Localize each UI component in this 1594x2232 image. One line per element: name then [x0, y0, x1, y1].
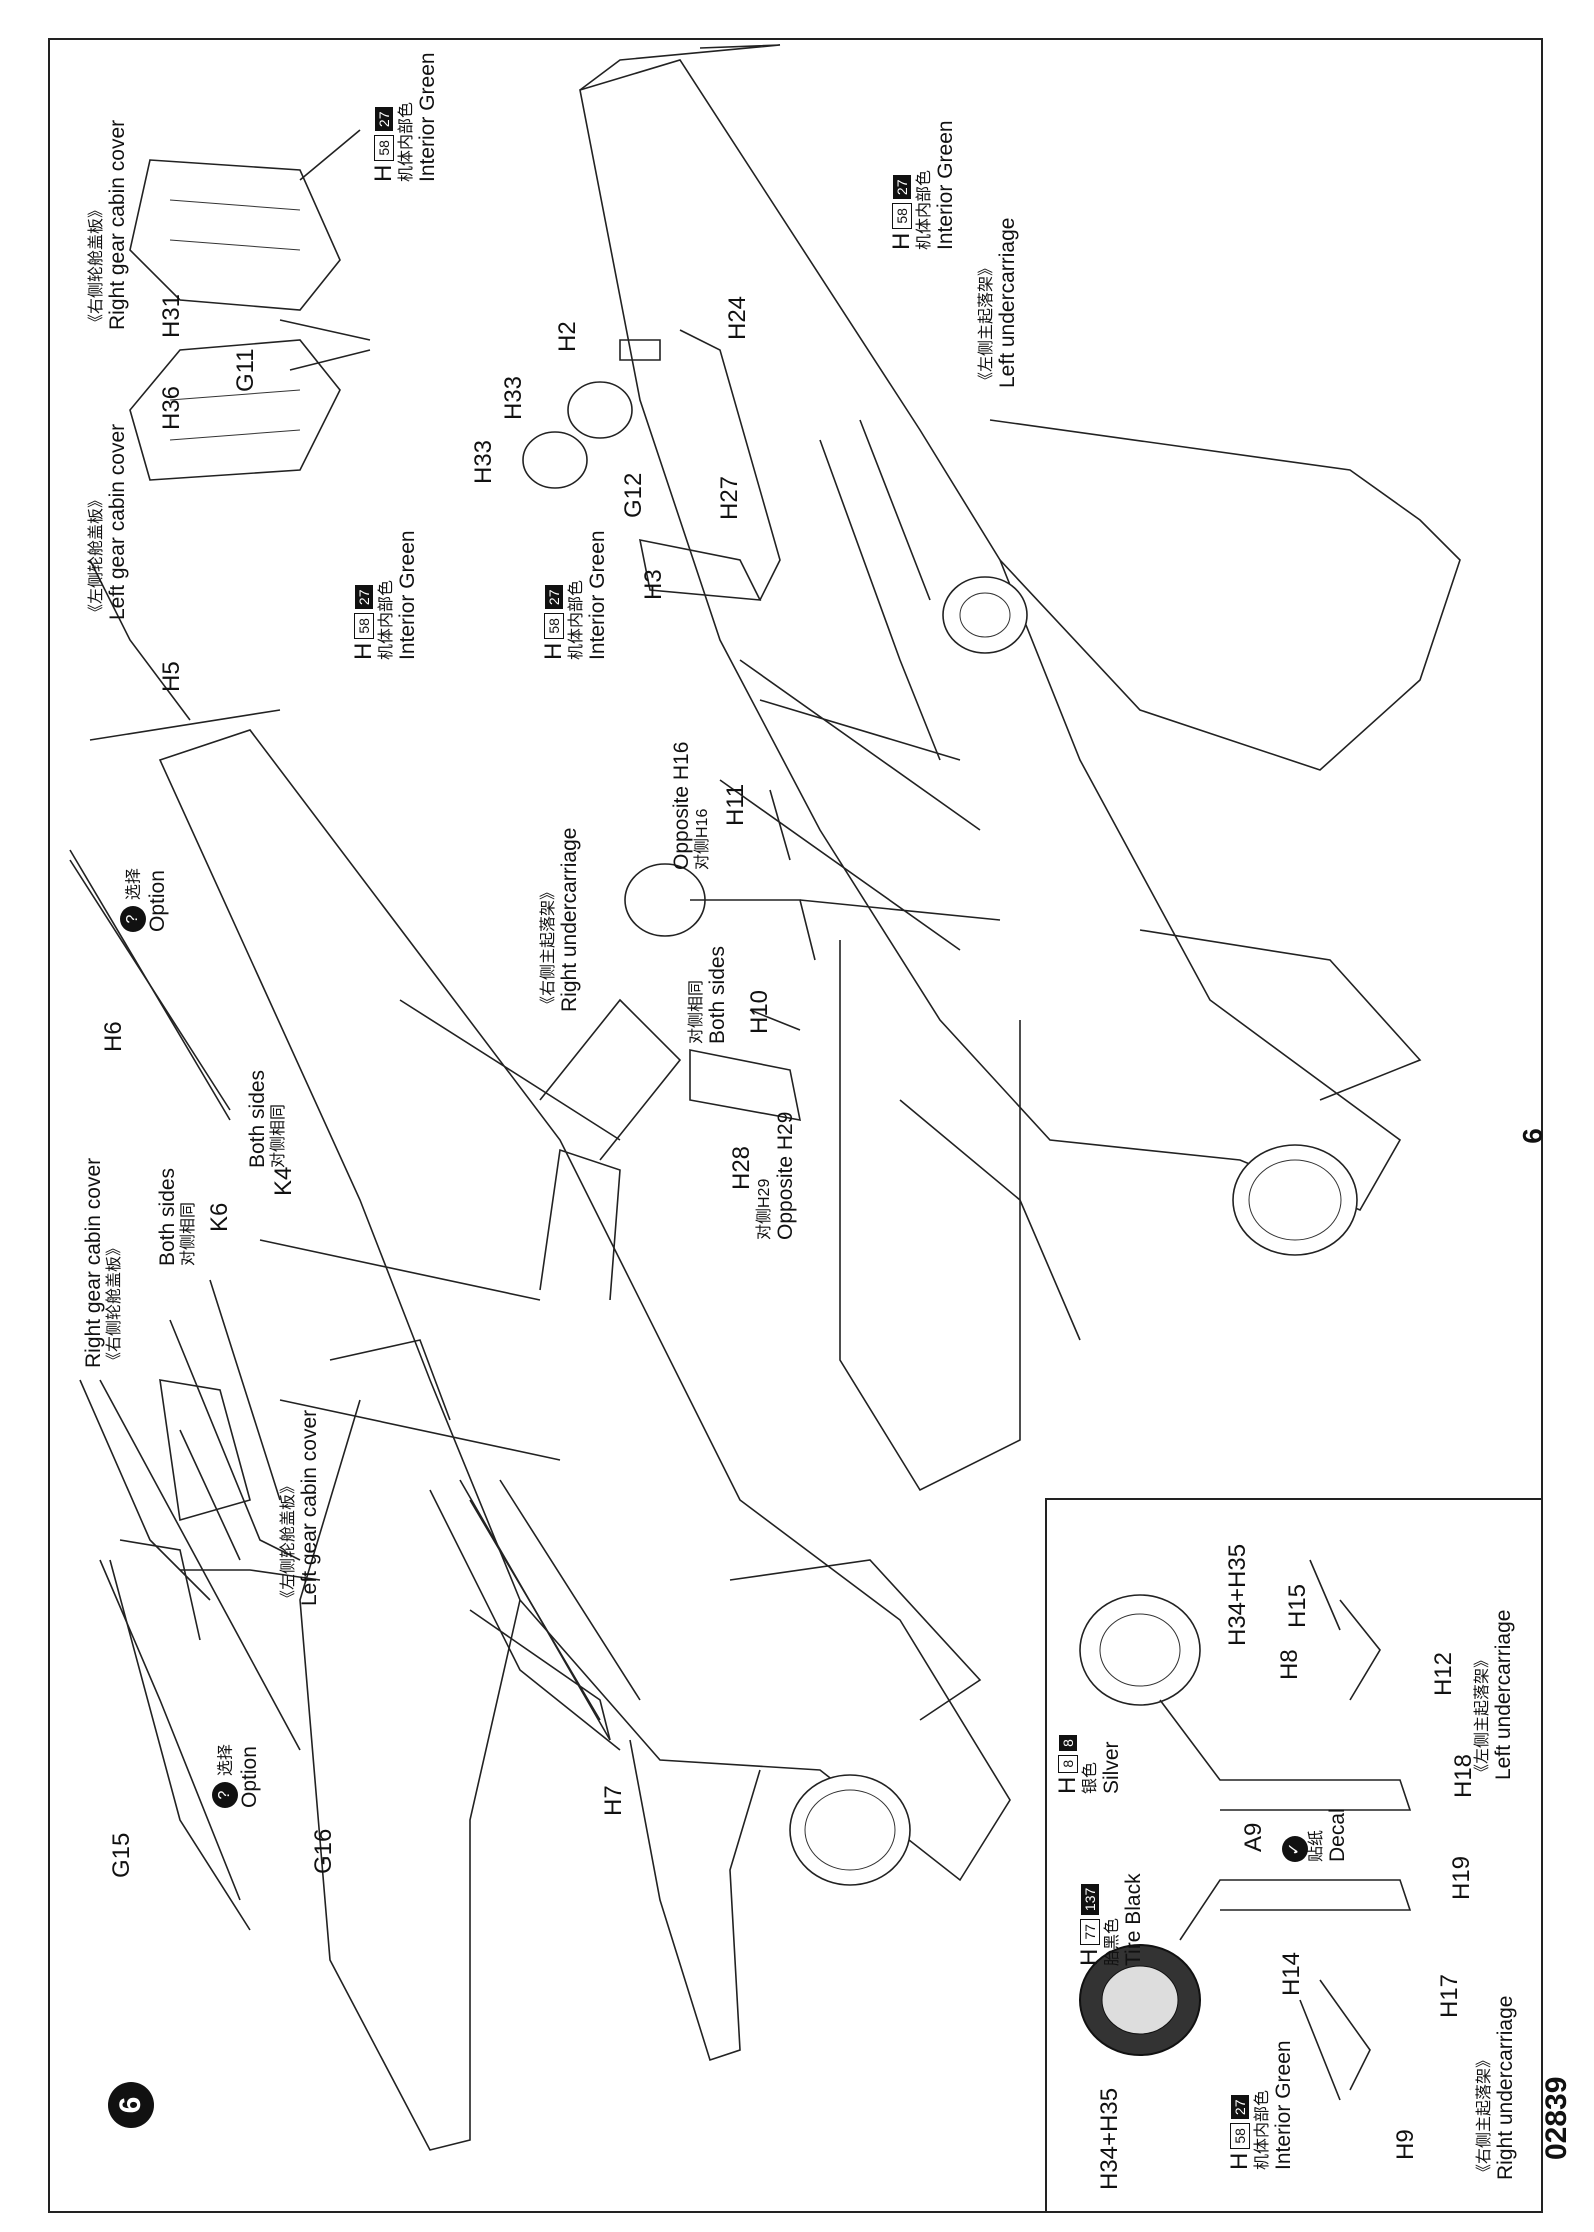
part-h27: H27	[716, 475, 743, 520]
part-h2: H2	[554, 321, 581, 352]
inset-undercarriage-drawing	[1079, 1559, 1412, 2101]
option-icon: ?	[120, 906, 146, 932]
part-h24: H24	[724, 295, 751, 340]
left-gear-cover-cn: 《左侧轮舱盖板》	[88, 491, 105, 620]
part-h33a: H33	[500, 375, 527, 420]
inset-right-undercarriage-label: 《右侧主起落架》 Right undercarriage	[1476, 1995, 1518, 2180]
right-gear-cover-en: Right gear cabin cover	[106, 119, 130, 330]
part-g11: G11	[232, 348, 259, 392]
part-h5: H5	[158, 661, 185, 692]
decal-label: ✓ 贴纸 Decal	[1282, 1808, 1351, 1862]
inset-part-h15: H15	[1284, 1583, 1311, 1628]
main-gear-parts-drawing	[522, 339, 816, 1121]
part-h10: H10	[746, 989, 773, 1034]
right-gear-cover-mid-label: Right gear cabin cover 《右侧轮舱盖板》	[82, 1157, 124, 1368]
inset-part-h12: H12	[1430, 1651, 1457, 1696]
opposite-h29-label: 对侧H29 Opposite H29	[756, 1111, 798, 1240]
upper-aircraft-drawing	[579, 44, 1461, 1492]
inset-part-h14: H14	[1278, 1951, 1305, 1996]
gear-covers-drawing	[129, 129, 371, 481]
left-gear-cover-en: Left gear cabin cover	[106, 423, 130, 620]
both-sides-label-2: Both sides 对侧相同	[156, 1167, 198, 1266]
part-h7: H7	[600, 1785, 627, 1816]
step-number-badge: 6	[108, 2082, 154, 2128]
lower-aircraft-drawing	[69, 559, 1011, 2151]
left-gear-cover-mid-label: 《左侧轮舱盖板》 Left gear cabin cover	[280, 1409, 322, 1606]
left-gear-cover-label: 《左侧轮舱盖板》 Left gear cabin cover	[88, 424, 131, 620]
page-frame	[48, 38, 1543, 2213]
left-undercarriage-label: 《左侧主起落架》 Left undercarriage	[978, 217, 1020, 388]
inset-part-h8: H8	[1276, 1649, 1303, 1680]
inset-part-h18: H18	[1450, 1753, 1477, 1798]
inset-part-h9: H9	[1392, 2129, 1419, 2160]
part-k4: K4	[270, 1166, 297, 1196]
part-h3: H3	[640, 569, 667, 600]
opposite-h16-label: Opposite H16 对侧H16	[670, 741, 712, 870]
both-sides-label-1: Both sides 对侧相同	[246, 1069, 288, 1168]
undercarriage-inset-panel	[1045, 1498, 1543, 2213]
right-undercarriage-mid-label: 《右侧主起落架》 Right undercarriage	[540, 827, 582, 1012]
part-g16: G16	[310, 1828, 337, 1874]
inset-part-h17: H17	[1436, 1973, 1463, 2018]
decal-icon: ✓	[1282, 1836, 1308, 1862]
part-k6: K6	[206, 1202, 233, 1232]
inset-part-h19: H19	[1448, 1855, 1475, 1900]
inset-part-a9: A9	[1240, 1822, 1267, 1852]
part-h28: H28	[728, 1145, 755, 1190]
part-g12: G12	[620, 472, 647, 518]
right-gear-cover-cn: 《右侧轮舱盖板》	[88, 201, 105, 330]
both-sides-label-3: 对侧相同 Both sides	[688, 945, 730, 1044]
probe-parts-drawing	[69, 709, 611, 1931]
part-h31: H31	[158, 293, 185, 338]
inset-part-h34-h35-bottom: H34+H35	[1096, 2087, 1123, 2190]
part-h6: H6	[100, 1021, 127, 1052]
part-h11: H11	[722, 783, 749, 826]
option-label-2: ? 选择 Option	[212, 1744, 262, 1808]
page-number: 6	[1516, 1128, 1548, 1144]
inset-left-undercarriage-label: 《左侧主起落架》 Left undercarriage	[1474, 1609, 1516, 1780]
inset-part-h34-h35-top: H34+H35	[1224, 1543, 1251, 1646]
option-label-1: ? 选择 Option	[120, 868, 170, 932]
part-g15: G15	[108, 1832, 135, 1878]
right-gear-cover-label: 《右侧轮舱盖板》 Right gear cabin cover	[88, 120, 131, 330]
part-h33b: H33	[470, 439, 497, 484]
part-h36: H36	[158, 385, 185, 430]
product-code: 02839	[1540, 2076, 1573, 2160]
